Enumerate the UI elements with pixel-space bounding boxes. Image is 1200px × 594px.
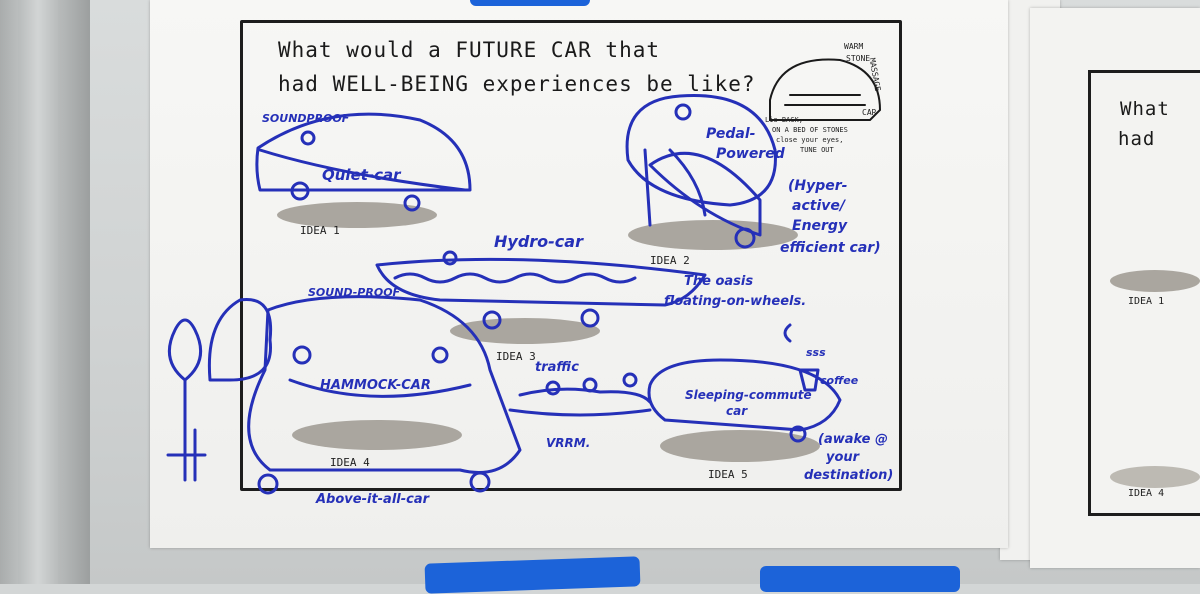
massage-car-note-3: close your eyes,	[776, 136, 844, 144]
hydro-car-person	[442, 250, 458, 266]
idea5-note-2: your	[826, 450, 860, 465]
massage-car-sketch	[769, 58, 882, 121]
idea3-note-2: floating-on-wheels.	[664, 294, 807, 309]
idea1-note: SOUNDPROOF	[262, 112, 350, 125]
idea5-sss: sss	[806, 346, 826, 359]
idea5-car-line2: car	[726, 404, 748, 418]
idea5-coffee: coffee	[820, 374, 859, 387]
title-line-1: What would a FUTURE CAR that	[278, 38, 661, 62]
pedal-car-wheel	[734, 227, 756, 249]
hammock-car-wheel	[469, 471, 491, 493]
quiet-car-wheel	[290, 181, 310, 201]
quiet-car-wheel	[403, 194, 421, 212]
traffic-car	[622, 372, 638, 388]
hydro-car-wheel	[580, 308, 600, 328]
idea4-shadow	[292, 420, 462, 450]
idea2-note-1: (Hyper-	[788, 178, 848, 194]
idea2-note-2: active/	[792, 198, 845, 214]
idea5-label: IDEA 5	[708, 468, 748, 481]
massage-car-note-2: ON A BED OF STONES	[772, 126, 848, 134]
idea5-vroom: VRRM.	[546, 436, 591, 450]
coffee-cup	[798, 368, 820, 392]
idea4-car-name: HAMMOCK-CAR	[320, 378, 431, 393]
massage-car-label-1: WARM	[844, 42, 864, 51]
blue-tape-top	[470, 0, 590, 6]
moon-symbol	[783, 323, 792, 343]
hydro-car-waves	[393, 272, 637, 284]
right-sheet-idea4: IDEA 4	[1128, 488, 1165, 499]
idea4-note: SOUND-PROOF	[308, 286, 401, 299]
quiet-car-sketch	[255, 112, 472, 192]
massage-car-label-4: CAR	[862, 108, 877, 117]
idea2-note-4: efficient car)	[780, 240, 881, 256]
right-sheet-idea4-shadow	[1110, 466, 1200, 488]
hammock-car-person	[292, 345, 312, 365]
pedal-car-body	[648, 151, 762, 237]
pedal-car-rider	[643, 148, 707, 227]
tree-sketch	[207, 298, 273, 382]
hammock-car-wheel	[257, 473, 279, 495]
paper-sheet-main	[150, 0, 1008, 548]
sleeping-car-sketch	[647, 358, 842, 432]
right-sheet-idea1-shadow	[1110, 270, 1200, 292]
hammock-car-hammock	[288, 378, 472, 398]
idea1-label: IDEA 1	[300, 224, 340, 237]
sleeping-car-wheel	[789, 425, 807, 443]
idea5-note-3: destination)	[804, 468, 894, 483]
hammock-car-person	[431, 346, 449, 364]
idea2-car-line1: Pedal-	[706, 126, 756, 142]
idea3-note-1: The oasis	[684, 274, 754, 289]
pedal-car-rider-head	[674, 103, 692, 121]
quiet-car-person	[300, 130, 316, 146]
traffic-car	[545, 380, 561, 396]
idea3-label: IDEA 3	[496, 350, 536, 363]
traffic-car	[582, 377, 598, 393]
idea4-label: IDEA 4	[330, 456, 370, 469]
idea3-car-name: Hydro-car	[494, 232, 583, 251]
idea2-note-3: Energy	[792, 218, 848, 234]
pedal-car-sketch	[625, 93, 777, 207]
idea3-shadow	[450, 318, 600, 344]
tree-sketch	[166, 318, 207, 482]
hydro-car-wheel	[482, 310, 502, 330]
right-sheet-title-2: had	[1118, 128, 1156, 150]
massage-car-note-4: TUNE OUT	[800, 146, 834, 154]
right-sheet-frame	[1088, 70, 1200, 516]
idea2-car-line2: Powered	[716, 146, 785, 162]
right-sheet-title-1: What	[1120, 98, 1170, 120]
idea5-shadow	[660, 430, 820, 462]
idea2-label: IDEA 2	[650, 254, 690, 267]
massage-car-label-2: STONE	[846, 54, 871, 63]
traffic-cars	[508, 387, 652, 417]
drawing-frame	[240, 20, 902, 491]
idea2-shadow	[628, 220, 798, 250]
idea5-note-1: (awake @	[818, 432, 889, 447]
idea4-extra: Above-it-all-car	[316, 492, 430, 507]
wall-pole	[0, 0, 90, 584]
idea1-shadow	[277, 202, 437, 228]
hydro-car-sketch	[375, 257, 707, 307]
pole-highlight	[18, 0, 58, 584]
massage-car-note-1: Lie BACK,	[765, 116, 803, 124]
hammock-car-sketch	[247, 295, 522, 474]
idea1-car-name: Quiet-car	[322, 166, 401, 184]
right-sheet-idea1: IDEA 1	[1128, 296, 1165, 307]
idea5-car-line1: Sleeping-commute	[685, 388, 812, 402]
idea5-traffic: traffic	[535, 360, 579, 375]
title-line-2: had WELL-BEING experiences be like?	[278, 72, 756, 96]
